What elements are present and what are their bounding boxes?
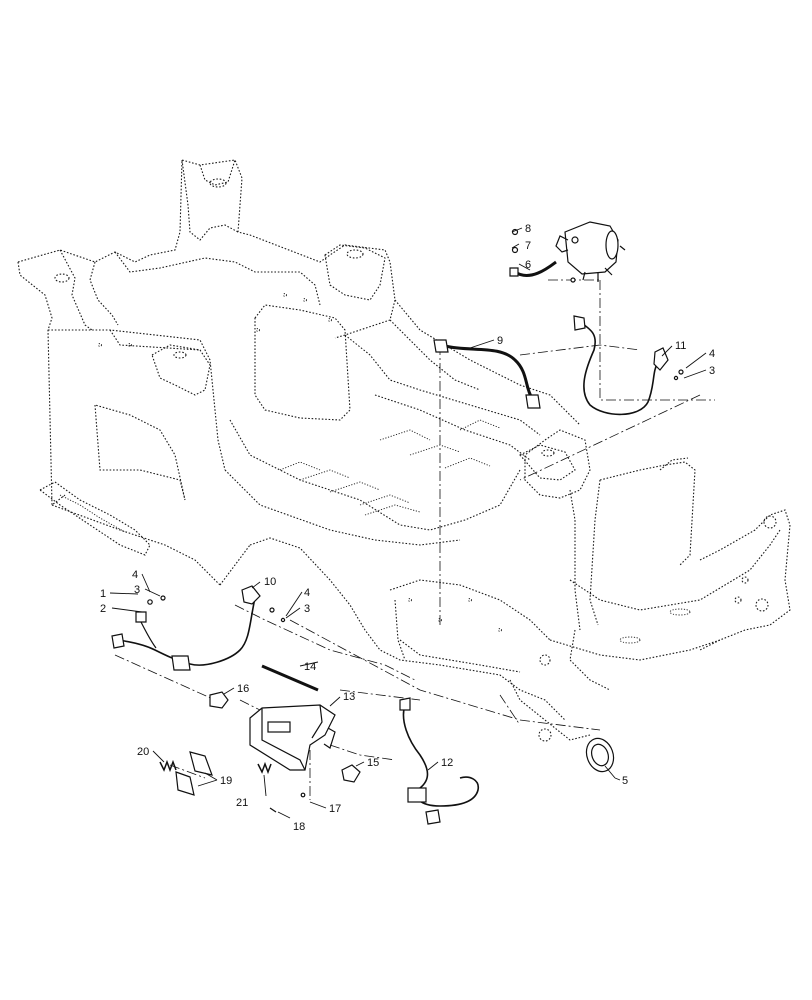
switch-16 xyxy=(209,691,229,709)
grommet-5 xyxy=(585,737,615,773)
callout-3-left: 3 xyxy=(134,584,140,596)
callout-4-left: 4 xyxy=(132,569,138,581)
rod-14 xyxy=(261,664,319,692)
bracket-13 xyxy=(249,704,336,771)
parts xyxy=(111,221,684,825)
spring-21 xyxy=(257,761,272,775)
plate-19 xyxy=(175,751,213,796)
leader-lines xyxy=(109,227,707,819)
callout-2: 2 xyxy=(100,603,106,615)
spring-20 xyxy=(159,759,177,773)
callout-7: 7 xyxy=(525,240,531,252)
switch-15 xyxy=(341,764,361,783)
callout-12: 12 xyxy=(441,757,453,769)
callout-13: 13 xyxy=(343,691,355,703)
callout-20: 20 xyxy=(137,746,149,758)
callout-6: 6 xyxy=(525,259,531,271)
motor-actuator xyxy=(555,221,626,282)
screw-17 xyxy=(300,792,306,798)
callout-4-mid: 4 xyxy=(304,587,310,599)
assembly-lines xyxy=(114,279,715,800)
callout-11: 11 xyxy=(675,340,686,352)
callout-3-mid: 3 xyxy=(304,603,310,615)
callout-5: 5 xyxy=(622,775,628,787)
callout-10: 10 xyxy=(264,576,276,588)
callouts: 8 7 6 9 11 4 3 4 3 1 2 10 4 3 14 13 16 1… xyxy=(100,223,715,833)
harness-10 xyxy=(111,585,286,671)
callout-16: 16 xyxy=(237,683,249,695)
cable-9 xyxy=(433,339,541,409)
callout-3-right: 3 xyxy=(709,365,715,377)
screw-18 xyxy=(269,807,277,813)
callout-17: 17 xyxy=(329,803,341,815)
harness-12 xyxy=(399,697,480,825)
callout-4-right: 4 xyxy=(709,348,715,360)
callout-8: 8 xyxy=(525,223,531,235)
callout-21: 21 xyxy=(236,797,248,809)
chassis-frame xyxy=(17,159,791,742)
callout-15: 15 xyxy=(367,757,379,769)
callout-18: 18 xyxy=(293,821,305,833)
callout-1: 1 xyxy=(100,588,106,600)
callout-9: 9 xyxy=(497,335,503,347)
callout-19: 19 xyxy=(220,775,232,787)
cable-6 xyxy=(514,260,557,277)
callout-14: 14 xyxy=(304,661,316,673)
